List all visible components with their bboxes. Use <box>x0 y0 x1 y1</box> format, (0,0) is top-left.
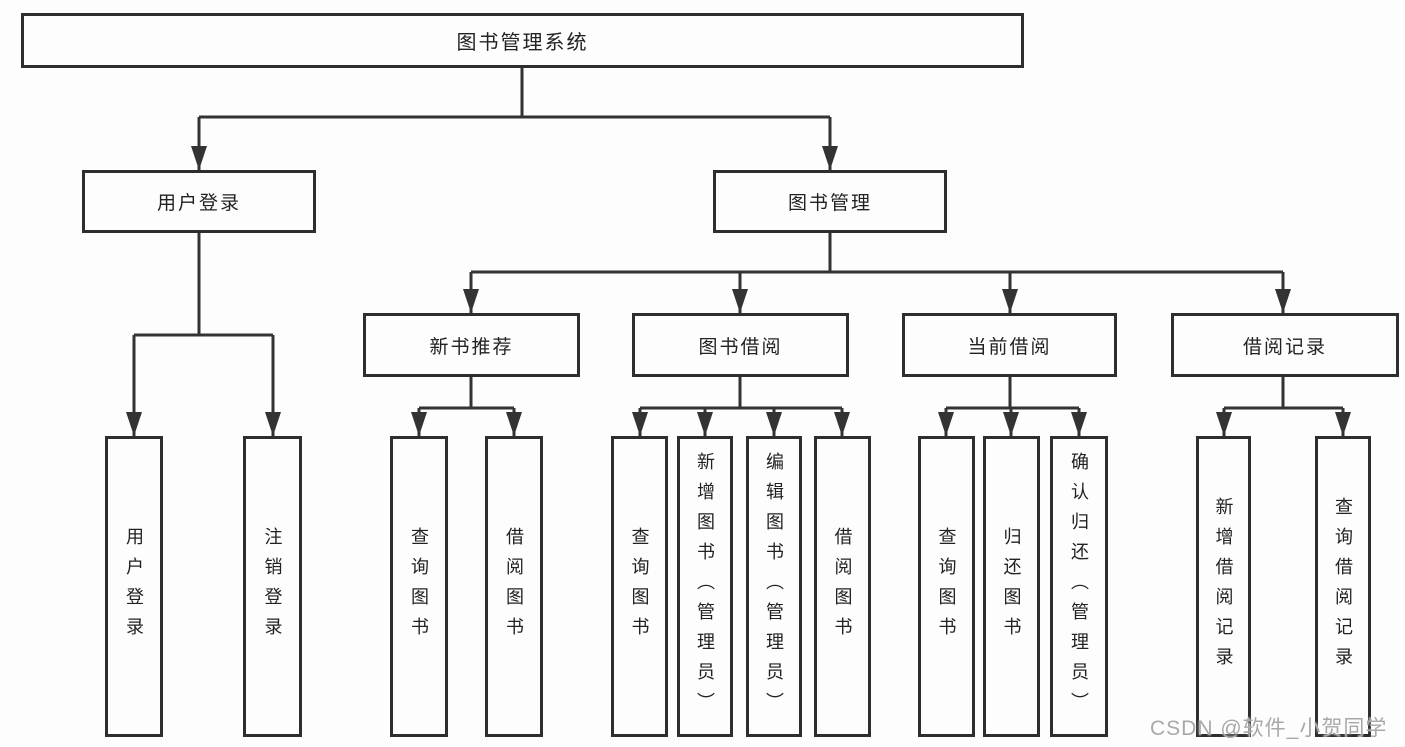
leaf-return-books: 归还图书 <box>983 436 1040 737</box>
node-book-borrowing: 图书借阅 <box>632 313 849 377</box>
node-borrowing-records: 借阅记录 <box>1171 313 1399 377</box>
node-user-login: 用户登录 <box>82 170 316 233</box>
leaf-borrow-books-recommend: 借阅图书 <box>485 436 543 737</box>
watermark: CSDN @软件_小贺同学 <box>1150 717 1388 740</box>
leaf-query-books-current: 查询图书 <box>918 436 975 737</box>
node-current-borrowing: 当前借阅 <box>902 313 1117 377</box>
leaf-query-books-borrowing: 查询图书 <box>611 436 668 737</box>
leaf-query-books-recommend: 查询图书 <box>390 436 448 737</box>
leaf-logout: 注销登录 <box>243 436 302 737</box>
node-book-management: 图书管理 <box>713 170 947 233</box>
leaf-borrow-books-borrowing: 借阅图书 <box>814 436 871 737</box>
leaf-user-login: 用户登录 <box>105 436 163 737</box>
node-library-system: 图书管理系统 <box>21 13 1024 68</box>
node-new-book-recommend: 新书推荐 <box>363 313 580 377</box>
leaf-query-borrow-record: 查询借阅记录 <box>1315 436 1371 737</box>
leaf-edit-books-admin: 编辑图书（管理员） <box>746 436 802 737</box>
leaf-add-borrow-record: 新增借阅记录 <box>1196 436 1251 737</box>
leaf-confirm-return-admin: 确认归还（管理员） <box>1050 436 1108 737</box>
leaf-add-books-admin: 新增图书（管理员） <box>677 436 733 737</box>
